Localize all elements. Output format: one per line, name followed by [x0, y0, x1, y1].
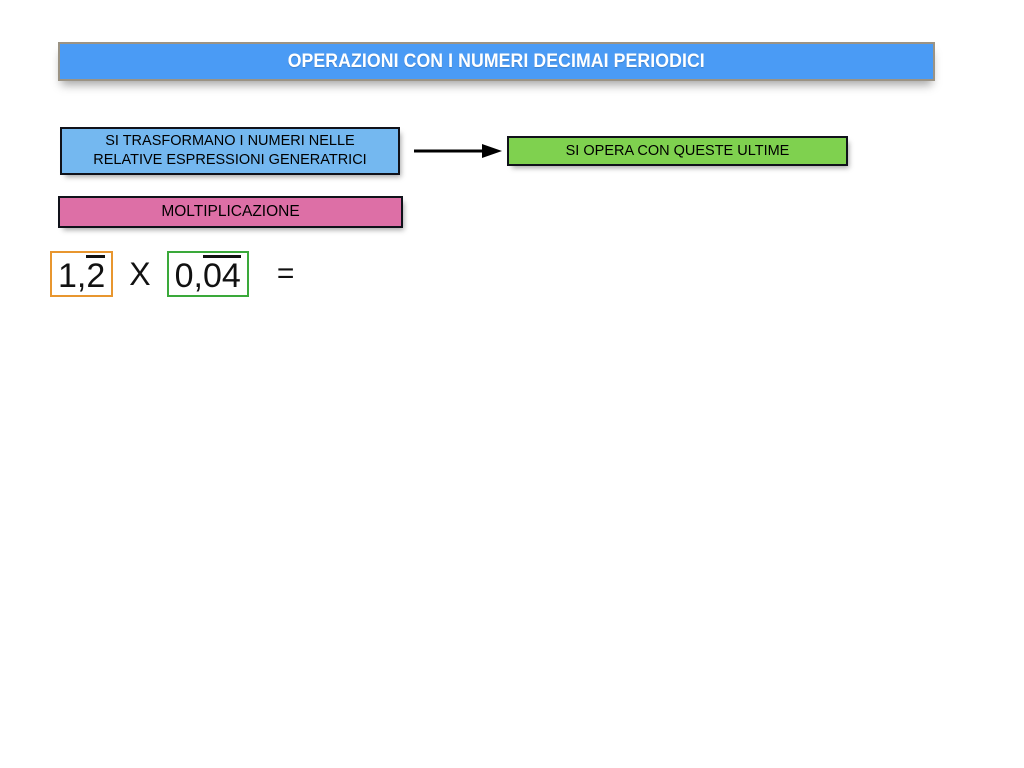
flow-step-operate-label: SI OPERA CON QUESTE ULTIME [565, 143, 790, 159]
operand-2-periodic-part: 04 [202, 255, 241, 295]
operand-1-box: 1,2 [50, 251, 114, 297]
flow-step-transform: SI TRASFORMANO I NUMERI NELLE RELATIVE E… [60, 127, 400, 175]
math-expression: 1,2 X 0,04 = [50, 244, 336, 304]
operator-multiply: X [129, 256, 151, 292]
slide-title-banner: OPERAZIONI CON I NUMERI DECIMAI PERIODIC… [58, 42, 935, 81]
operand-2-non-periodic: 0, [174, 257, 203, 295]
section-header-multiplication-label: MOLTIPLICAZIONE [161, 203, 300, 220]
operand-1-periodic-part: 2 [86, 255, 106, 295]
flow-step-transform-line1: SI TRASFORMANO I NUMERI NELLE [105, 133, 355, 149]
flow-step-transform-line2: RELATIVE ESPRESSIONI GENERATRICI [93, 152, 367, 168]
operator-equals: = [276, 257, 295, 290]
flow-step-operate: SI OPERA CON QUESTE ULTIME [507, 136, 848, 166]
page-title: OPERAZIONI CON I NUMERI DECIMAI PERIODIC… [287, 50, 706, 72]
flow-step-transform-label: SI TRASFORMANO I NUMERI NELLE RELATIVE E… [93, 132, 366, 170]
operand-1-non-periodic: 1, [58, 257, 87, 295]
operand-2-box: 0,04 [166, 251, 249, 297]
section-header-multiplication: MOLTIPLICAZIONE [58, 196, 403, 228]
arrow-right-icon [414, 144, 502, 158]
operand-1-value: 1,2 [58, 253, 106, 295]
operand-2-value: 0,04 [175, 253, 241, 293]
